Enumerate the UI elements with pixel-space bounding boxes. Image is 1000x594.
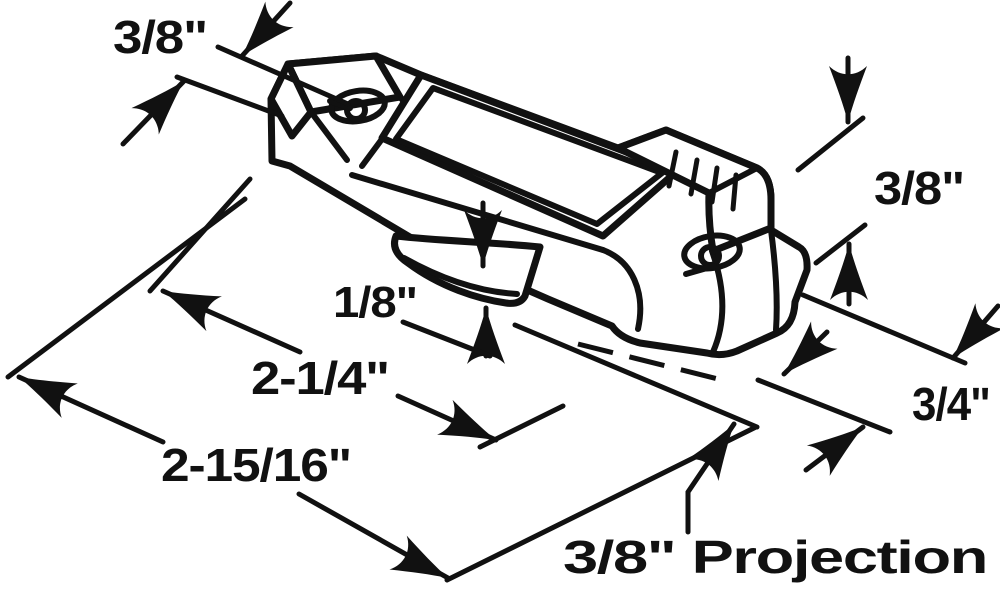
right-end-fold xyxy=(768,227,780,333)
dimension-base-depth: 3/4" xyxy=(755,292,1000,476)
dimension-label: 2-15/16" xyxy=(161,439,351,491)
dimension-label: 2-1/4" xyxy=(251,352,389,404)
frame-outer xyxy=(378,71,681,240)
frame-inner xyxy=(393,85,665,227)
sash-lock-body xyxy=(267,52,811,359)
cam-ridge-fold xyxy=(706,165,760,196)
extension-line xyxy=(5,196,248,380)
dimension-projection: 3/8" Projection xyxy=(512,322,988,583)
cam-hatching xyxy=(666,149,739,212)
bar-fold-line xyxy=(349,172,606,253)
right-tab-left-edge xyxy=(600,247,644,332)
extension-line xyxy=(400,319,493,359)
arrowhead xyxy=(686,413,750,482)
arrowhead xyxy=(155,273,222,332)
arrowhead xyxy=(830,244,868,300)
latch-crease xyxy=(401,255,520,297)
dimension-hole-spacing: 2-1/4" xyxy=(147,176,566,458)
dimension-label: 3/4" xyxy=(912,378,990,430)
dimension-label: 1/8" xyxy=(333,278,417,327)
frame-left-face-edge xyxy=(359,136,385,169)
dimension-cam-height: 3/8" xyxy=(795,55,965,307)
hidden-edge-dashed-line xyxy=(577,341,727,384)
extension-line xyxy=(795,115,866,173)
arrowhead xyxy=(829,66,867,122)
dimension-tab-width: 3/8" xyxy=(113,0,351,147)
extension-line xyxy=(755,377,893,435)
extension-line xyxy=(800,292,968,366)
dimension-label: 3/8" Projection xyxy=(563,531,987,583)
dimension-label: 3/8" xyxy=(113,11,207,63)
extension-line xyxy=(174,74,285,119)
screw-hole-right xyxy=(681,232,743,277)
dimension-label: 3/8" xyxy=(874,162,964,214)
arrowhead xyxy=(437,399,504,458)
screw-hole-left xyxy=(327,87,388,125)
arrowhead xyxy=(389,535,457,594)
left-tab-side-face xyxy=(267,60,315,140)
projection-reference-line xyxy=(512,322,760,430)
left-end-step xyxy=(308,109,350,163)
locking-cam xyxy=(614,126,775,255)
extension-line xyxy=(813,222,868,266)
dimension-latch-thickness: 1/8" xyxy=(333,200,505,364)
